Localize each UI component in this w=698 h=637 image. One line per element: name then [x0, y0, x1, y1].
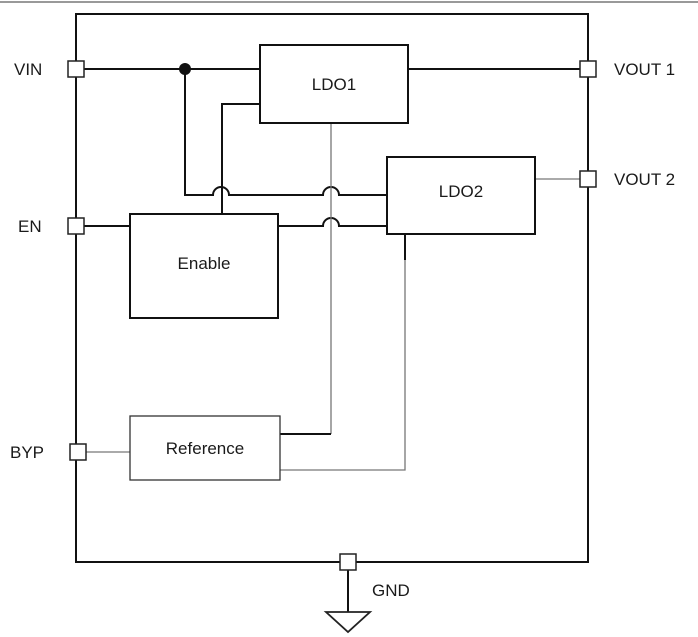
vin-junction-dot: [179, 63, 191, 75]
enable-to-ldo2-wire: [278, 217, 387, 227]
vout1-label: VOUT 1: [614, 60, 675, 79]
en-pad: [67, 217, 85, 235]
reference-block: [129, 415, 281, 481]
vin-pad: [67, 60, 85, 78]
ldo2-label: LDO2: [439, 182, 483, 201]
enable-label: Enable: [178, 254, 231, 273]
gnd-pad: [339, 553, 357, 571]
en-label: EN: [18, 217, 42, 236]
ground-symbol-icon: [323, 611, 373, 634]
vout1-pad: [579, 60, 597, 78]
reference-label: Reference: [166, 439, 244, 458]
ldo1-block: [259, 44, 409, 124]
ldo1-label: LDO1: [312, 75, 356, 94]
vout2-pad: [579, 170, 597, 188]
chip-outline: [75, 13, 589, 563]
vin-label: VIN: [14, 60, 42, 79]
gnd-label: GND: [372, 581, 410, 600]
byp-label: BYP: [10, 443, 44, 462]
enable-block: [129, 213, 279, 319]
reference-to-ldo2-wire: [280, 234, 406, 471]
vin-to-ldo2-wire: [184, 69, 387, 196]
enable-to-ldo1-wire: [221, 103, 260, 214]
vout2-label: VOUT 2: [614, 170, 675, 189]
ldo2-block: [386, 156, 536, 235]
byp-pad: [69, 443, 87, 461]
